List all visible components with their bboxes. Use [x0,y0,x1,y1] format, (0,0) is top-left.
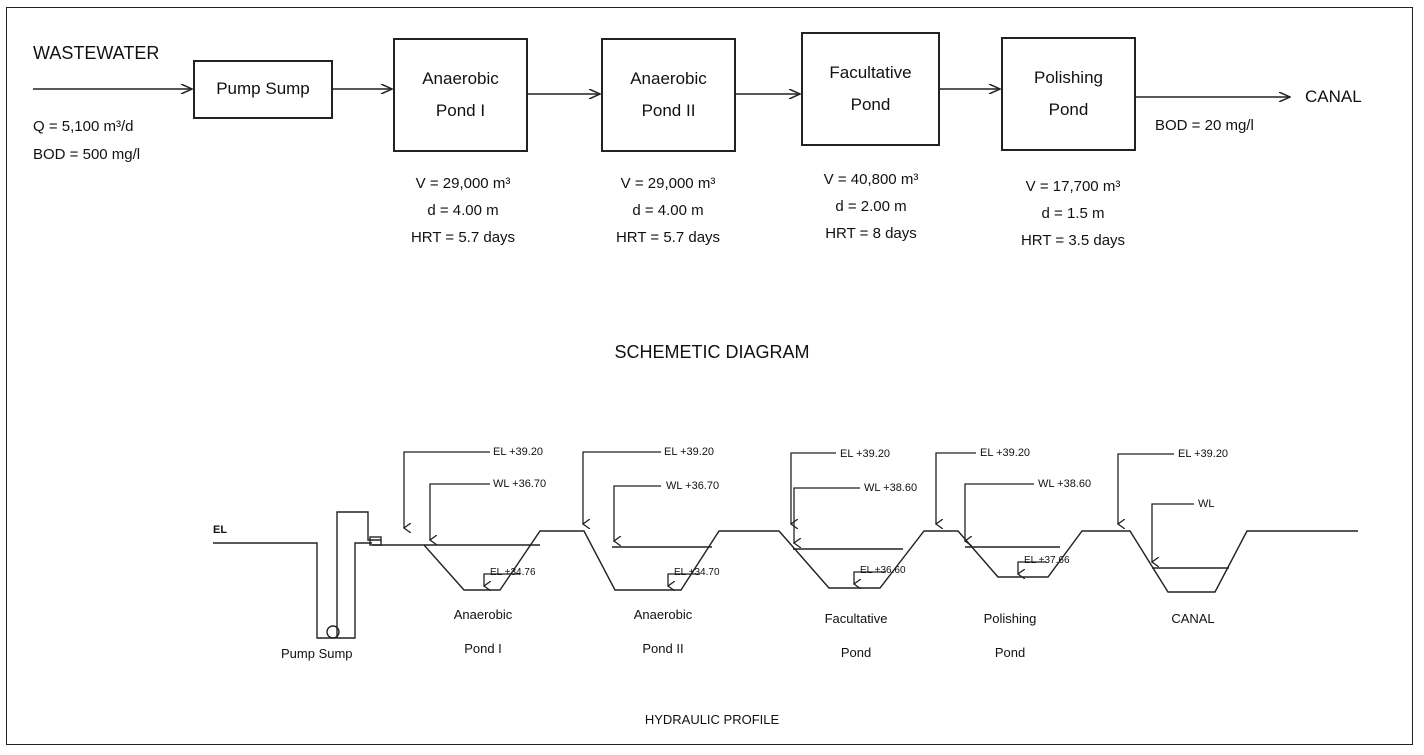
leader-el-top-3 [791,452,836,524]
param-hrt: HRT = 8 days [825,225,917,242]
profile-label-line2: Pond I [464,641,502,656]
wl-label-1: WL +36.70 [493,478,547,490]
outlet-label: CANAL [1305,87,1362,106]
box-label-line2: Pond [850,95,891,114]
profile-caption: HYDRAULIC PROFILE [644,712,780,727]
box-facultative-pond: Facultative Pond [801,32,940,146]
profile-label-line2: Pond [994,645,1026,660]
pond-profile-line [372,530,1358,593]
leader-wl-3 [794,487,860,543]
schematic-caption: SCHEMETIC DIAGRAM [614,342,810,362]
el-top-label-2: EL +39.20 [664,446,715,458]
box-pump-sump: Pump Sump [193,60,333,119]
inlet-bod: BOD = 500 mg/l [33,146,141,163]
box-label-line1: Anaerobic [630,68,707,88]
leader-el-bottom-1 [484,573,520,586]
ground-el-label: EL [213,524,228,536]
pump-pipe [336,511,381,638]
profile-label-line1: Anaerobic [633,607,693,622]
param-hrt: HRT = 5.7 days [615,229,721,246]
leader-el-top-1 [404,451,490,528]
profile-label-anaerobic-1: Anaerobic Pond I [418,598,548,666]
inlet-label: WASTEWATER [33,43,160,63]
box-label-line2: Pond I [435,101,486,120]
profile-label-line2: Pond II [642,641,684,656]
box-polishing-pond: Polishing Pond [1001,37,1136,151]
params-anaerobic-pond-2: V = 29,000 m³ d = 4.00 m HRT = 5.7 days [583,170,753,251]
profile-label-canal: CANAL [1128,602,1258,636]
param-volume: V = 17,700 m³ [1025,178,1121,195]
leader-wl-1 [430,483,490,540]
profile-label-polishing: Polishing Pond [945,602,1075,670]
wl-label-5: WL [1198,498,1215,510]
wl-label-3: WL +38.60 [864,482,918,494]
el-top-label-1: EL +39.20 [493,446,544,458]
profile-label-line2: Pond [840,645,872,660]
profile-label-facultative: Facultative Pond [791,602,921,670]
param-volume: V = 29,000 m³ [620,175,716,192]
profile-label-line1: CANAL [1171,611,1215,626]
leader-el-top-2 [583,451,661,524]
box-pump-sump-label: Pump Sump [216,79,310,99]
el-bottom-label-3: EL +36.60 [860,565,906,576]
el-bottom-label-4: EL +37.66 [1024,555,1070,566]
params-polishing-pond: V = 17,700 m³ d = 1.5 m HRT = 3.5 days [988,173,1158,254]
params-facultative-pond: V = 40,800 m³ d = 2.00 m HRT = 8 days [786,166,956,247]
param-volume: V = 29,000 m³ [415,175,511,192]
param-depth: d = 4.00 m [632,202,704,219]
profile-label-line1: Anaerobic [453,607,513,622]
pump-valve [369,536,382,546]
leader-el-top-4 [936,452,976,524]
profile-label-line1: Polishing [983,611,1037,626]
param-depth: d = 2.00 m [835,198,907,215]
box-label-line2: Pond [1048,100,1089,119]
ground-line-left [213,542,372,639]
param-depth: d = 4.00 m [427,202,499,219]
leader-el-bottom-3 [854,571,886,584]
param-volume: V = 40,800 m³ [823,171,919,188]
params-anaerobic-pond-1: V = 29,000 m³ d = 4.00 m HRT = 5.7 days [378,170,548,251]
param-hrt: HRT = 5.7 days [410,229,516,246]
box-label-line1: Polishing [1034,67,1103,87]
leader-el-bottom-4 [1018,561,1046,574]
box-label-line1: Anaerobic [422,68,499,88]
profile-label-anaerobic-2: Anaerobic Pond II [598,598,728,666]
inlet-flow: Q = 5,100 m³/d [33,118,134,135]
wl-label-2: WL +36.70 [666,480,720,492]
param-hrt: HRT = 3.5 days [1020,232,1126,249]
box-label-line2: Pond II [641,101,696,120]
el-top-label-5: EL +39.20 [1178,448,1229,460]
leader-wl-2 [614,485,661,541]
leader-el-top-5 [1118,453,1174,524]
param-depth: d = 1.5 m [1041,205,1105,222]
outlet-bod: BOD = 20 mg/l [1155,117,1254,134]
wl-label-4: WL +38.60 [1038,478,1092,490]
pump-sump-profile-label: Pump Sump [281,646,353,661]
el-top-label-4: EL +39.20 [980,447,1031,459]
box-label-line1: Facultative [829,62,912,82]
leader-wl-4 [965,483,1034,541]
diagram-frame [6,7,1413,745]
el-bottom-label-2: EL +34.70 [674,567,720,578]
leader-wl-5 [1152,503,1194,562]
pump-icon [326,625,340,639]
profile-label-line1: Facultative [824,611,888,626]
leader-el-bottom-2 [668,573,700,586]
box-anaerobic-pond-1: Anaerobic Pond I [393,38,528,152]
el-top-label-3: EL +39.20 [840,448,891,460]
box-anaerobic-pond-2: Anaerobic Pond II [601,38,736,152]
el-bottom-label-1: EL +34.76 [490,567,536,578]
